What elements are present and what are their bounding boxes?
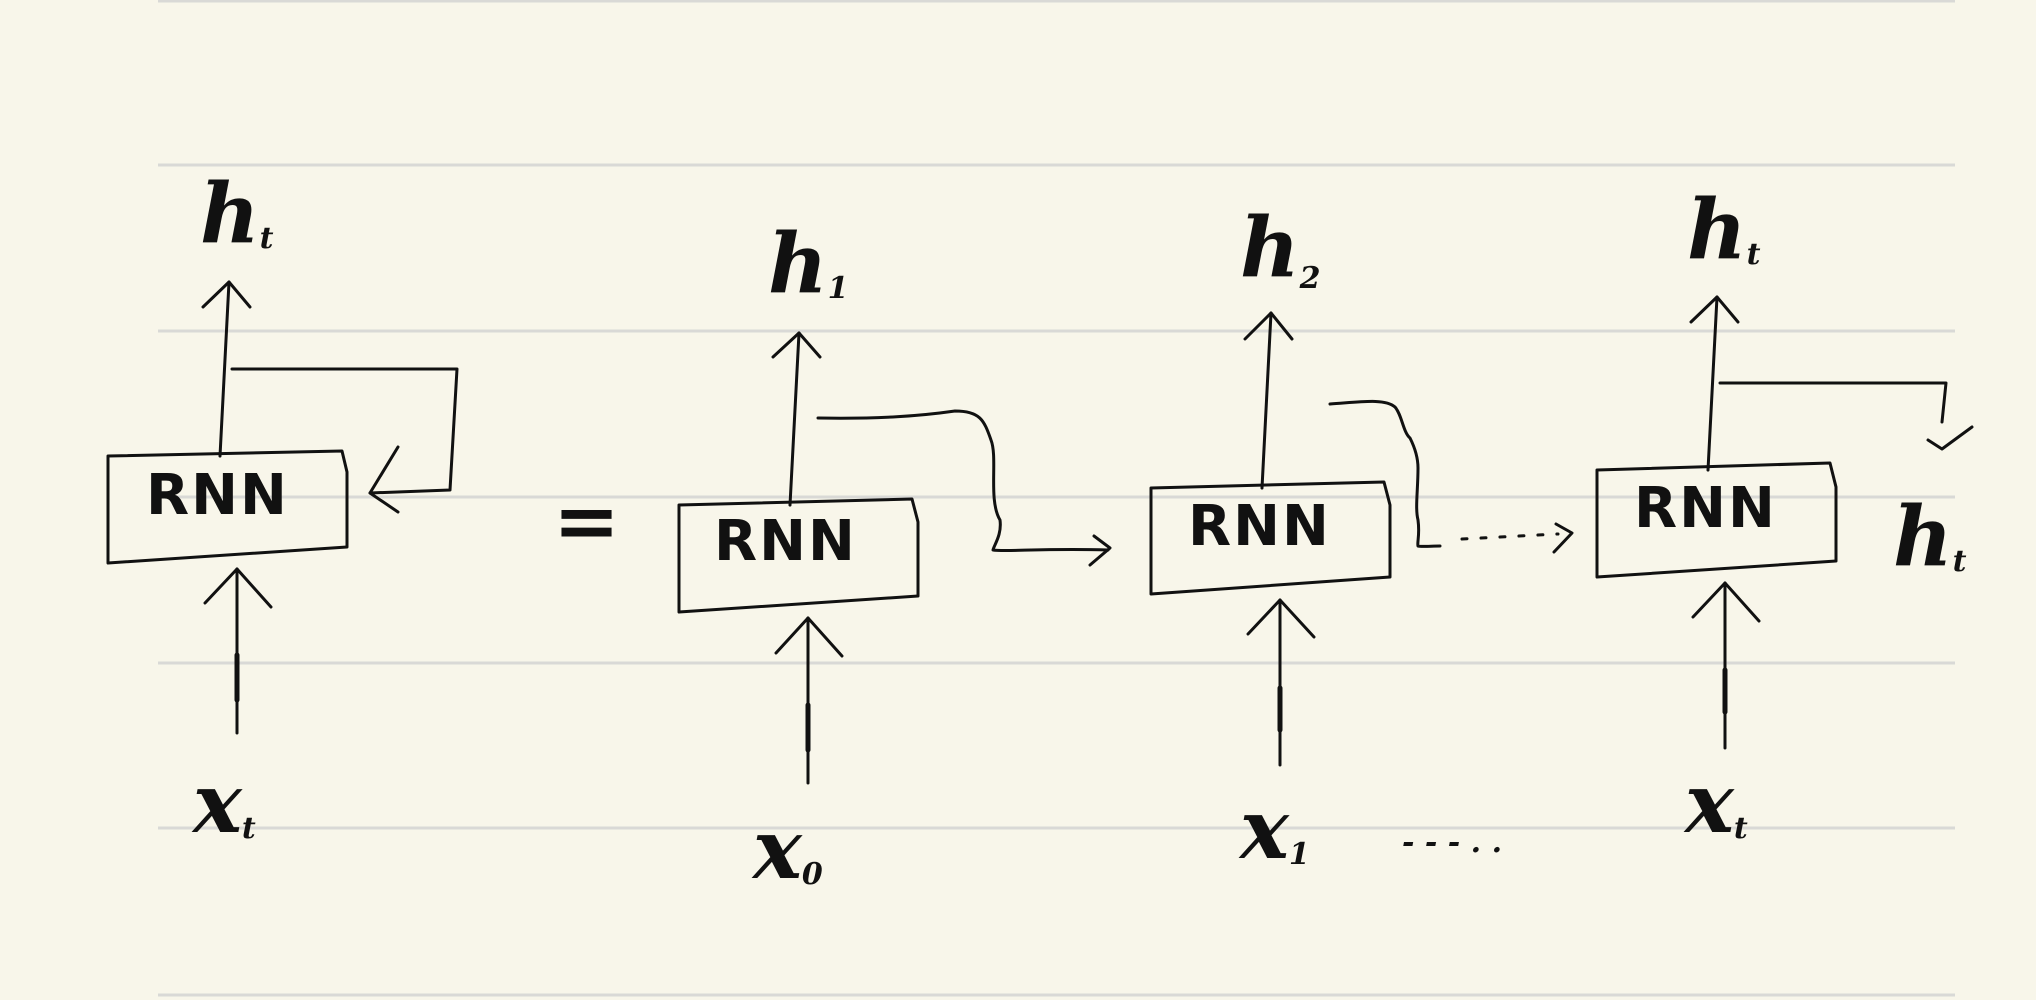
input-arrowhead [1691, 581, 1761, 623]
output-arrowhead [1243, 311, 1294, 341]
ruled-lines [158, 0, 1955, 997]
unrolled-cell-3: RNN ht xt [1595, 182, 1974, 852]
output-label: ht [200, 166, 274, 262]
output-label: h2 [1240, 200, 1321, 296]
rnn-cell-label: RNN [146, 463, 289, 528]
rnn-cell-box [1149, 480, 1392, 596]
output-arrowhead [771, 331, 822, 359]
input-arrowhead [774, 616, 844, 658]
unrolled-cell-2: RNN h2 x1 [1149, 200, 1574, 878]
rnn-cell-box [106, 449, 349, 565]
hidden-state-arrowhead [1552, 522, 1574, 554]
rnn-cell-label: RNN [1634, 476, 1777, 541]
hidden-state-arrowhead [1088, 534, 1112, 567]
hidden-state-arrow [1328, 399, 1442, 548]
output-arrow [788, 331, 801, 507]
output-arrowhead [1689, 295, 1740, 324]
unrolled-cell-1: RNN h1 x0 [677, 216, 1112, 898]
output-arrow [218, 280, 231, 458]
rnn-cell-box [1595, 461, 1838, 579]
output-arrow [1260, 311, 1273, 490]
rnn-cell-box [677, 497, 920, 614]
output-label: ht [1687, 182, 1761, 278]
output-arrow [1706, 295, 1719, 472]
output-label: h1 [768, 216, 849, 312]
output-arrowhead [201, 280, 252, 309]
equals-sign: = [553, 473, 620, 567]
input-label: x0 [751, 802, 823, 898]
hidden-state-ellipsis [1460, 532, 1560, 541]
final-hidden-state-arrowhead [1926, 425, 1974, 451]
recurrent-loop-arrowhead [368, 445, 400, 514]
input-label: xt [1683, 756, 1748, 852]
input-ellipsis: - - - . . [1402, 825, 1502, 860]
recurrent-loop [230, 367, 459, 495]
rnn-cell-label: RNN [714, 509, 857, 574]
input-label: x1 [1238, 782, 1310, 878]
rnn-cell-label: RNN [1188, 494, 1331, 559]
input-label: xt [191, 756, 256, 852]
hidden-state-arrow [816, 409, 1110, 553]
input-arrowhead [1246, 598, 1316, 639]
final-hidden-state-line [1718, 381, 1948, 424]
input-arrowhead [203, 567, 273, 609]
rolled-rnn: RNN ht xt [106, 166, 459, 852]
final-output-label: ht [1893, 489, 1967, 585]
